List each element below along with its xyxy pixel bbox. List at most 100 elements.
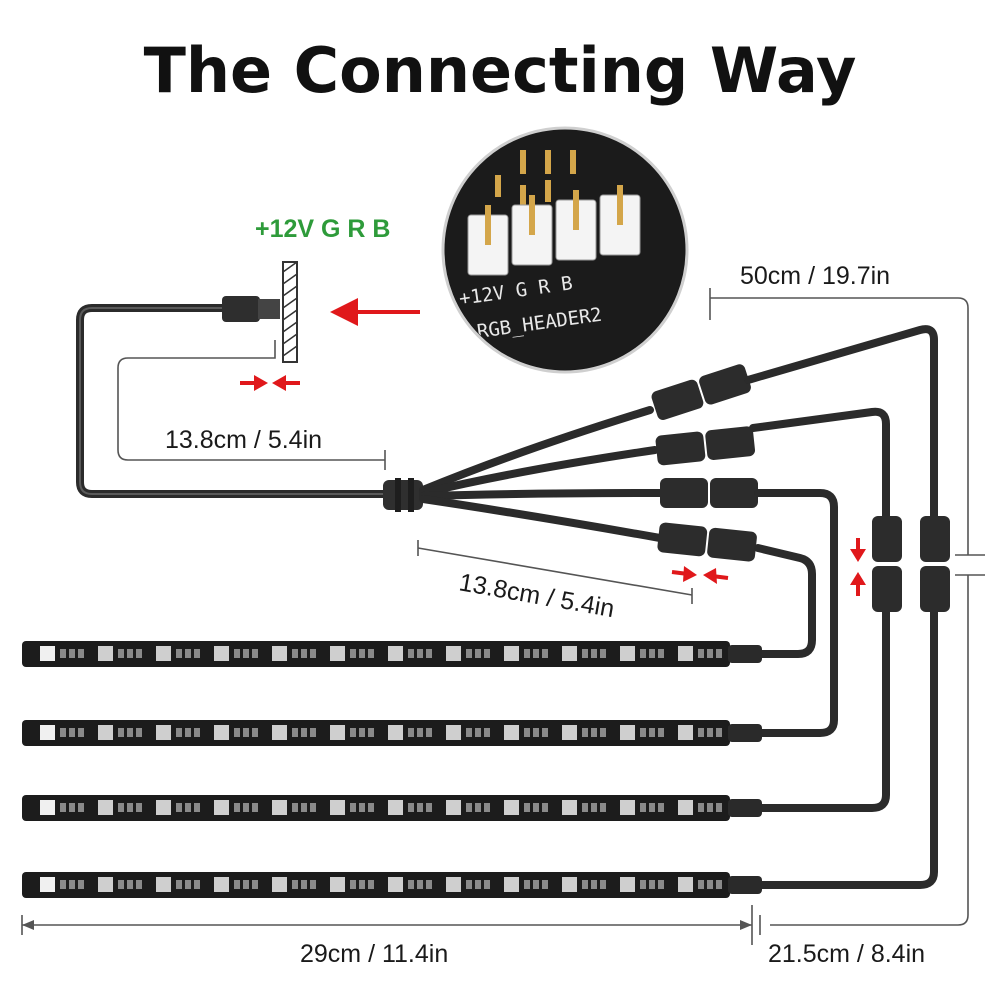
resistor bbox=[252, 880, 258, 889]
resistor bbox=[640, 728, 646, 737]
resistor bbox=[707, 880, 713, 889]
resistor bbox=[466, 880, 472, 889]
resistor bbox=[533, 728, 539, 737]
led-chip bbox=[98, 725, 113, 740]
resistor bbox=[698, 728, 704, 737]
led-chip bbox=[272, 725, 287, 740]
led-chip bbox=[330, 800, 345, 815]
led-chip bbox=[678, 800, 693, 815]
resistor bbox=[301, 649, 307, 658]
resistor bbox=[426, 803, 432, 812]
resistor bbox=[185, 803, 191, 812]
resistor bbox=[591, 649, 597, 658]
resistor bbox=[591, 803, 597, 812]
resistor bbox=[426, 880, 432, 889]
resistor bbox=[417, 649, 423, 658]
resistor bbox=[417, 880, 423, 889]
led-chip bbox=[620, 800, 635, 815]
resistor bbox=[194, 649, 200, 658]
resistor bbox=[69, 649, 75, 658]
resistor bbox=[475, 803, 481, 812]
resistor bbox=[292, 649, 298, 658]
page-title: The Connecting Way bbox=[144, 34, 857, 107]
led-strip bbox=[22, 872, 762, 898]
resistor bbox=[176, 880, 182, 889]
resistor bbox=[542, 728, 548, 737]
resistor bbox=[136, 880, 142, 889]
led-chip bbox=[214, 646, 229, 661]
resistor bbox=[118, 649, 124, 658]
resistor bbox=[408, 880, 414, 889]
resistor bbox=[194, 728, 200, 737]
led-chip bbox=[388, 800, 403, 815]
resistor bbox=[649, 728, 655, 737]
led-chip bbox=[156, 725, 171, 740]
resistor bbox=[582, 649, 588, 658]
resistor bbox=[310, 649, 316, 658]
led-chip bbox=[446, 646, 461, 661]
measure-strip-lead: 21.5cm / 8.4in bbox=[768, 940, 925, 968]
extension-cables bbox=[744, 325, 938, 889]
resistor bbox=[292, 880, 298, 889]
resistor bbox=[301, 880, 307, 889]
resistor bbox=[484, 803, 490, 812]
motherboard-header-icon bbox=[282, 261, 298, 363]
resistor bbox=[69, 880, 75, 889]
resistor bbox=[78, 728, 84, 737]
measure-header-splitter: 13.8cm / 5.4in bbox=[165, 426, 322, 454]
resistor bbox=[60, 728, 66, 737]
resistor bbox=[698, 803, 704, 812]
resistor bbox=[640, 649, 646, 658]
resistor bbox=[533, 803, 539, 812]
resistor bbox=[533, 649, 539, 658]
resistor bbox=[252, 803, 258, 812]
resistor bbox=[127, 880, 133, 889]
resistor bbox=[582, 728, 588, 737]
resistor bbox=[600, 880, 606, 889]
resistor bbox=[640, 880, 646, 889]
led-chip bbox=[388, 725, 403, 740]
resistor bbox=[350, 803, 356, 812]
resistor bbox=[698, 880, 704, 889]
led-chip bbox=[214, 725, 229, 740]
led-chip bbox=[40, 725, 55, 740]
resistor bbox=[234, 649, 240, 658]
resistor bbox=[69, 803, 75, 812]
led-chip bbox=[620, 646, 635, 661]
led-chip bbox=[562, 877, 577, 892]
measure-strip-length: 29cm / 11.4in bbox=[300, 940, 448, 968]
resistor bbox=[600, 803, 606, 812]
resistor bbox=[707, 728, 713, 737]
resistor bbox=[359, 803, 365, 812]
led-chip bbox=[562, 725, 577, 740]
resistor bbox=[176, 803, 182, 812]
led-chip bbox=[214, 800, 229, 815]
led-chip bbox=[446, 800, 461, 815]
led-chip bbox=[272, 877, 287, 892]
gap-arrows-icon bbox=[240, 375, 300, 391]
resistor bbox=[698, 649, 704, 658]
resistor bbox=[292, 803, 298, 812]
resistor bbox=[185, 728, 191, 737]
led-chip bbox=[272, 800, 287, 815]
resistor bbox=[78, 649, 84, 658]
resistor bbox=[234, 728, 240, 737]
led-chip bbox=[620, 877, 635, 892]
resistor bbox=[185, 880, 191, 889]
resistor bbox=[350, 649, 356, 658]
led-chip bbox=[678, 646, 693, 661]
resistor bbox=[136, 649, 142, 658]
resistor bbox=[658, 880, 664, 889]
resistor bbox=[426, 649, 432, 658]
led-chip bbox=[156, 877, 171, 892]
resistor bbox=[60, 880, 66, 889]
led-chip bbox=[678, 725, 693, 740]
resistor bbox=[640, 803, 646, 812]
resistor bbox=[466, 728, 472, 737]
resistor bbox=[234, 803, 240, 812]
led-chip bbox=[98, 646, 113, 661]
led-strip bbox=[22, 641, 762, 667]
led-chip bbox=[330, 877, 345, 892]
